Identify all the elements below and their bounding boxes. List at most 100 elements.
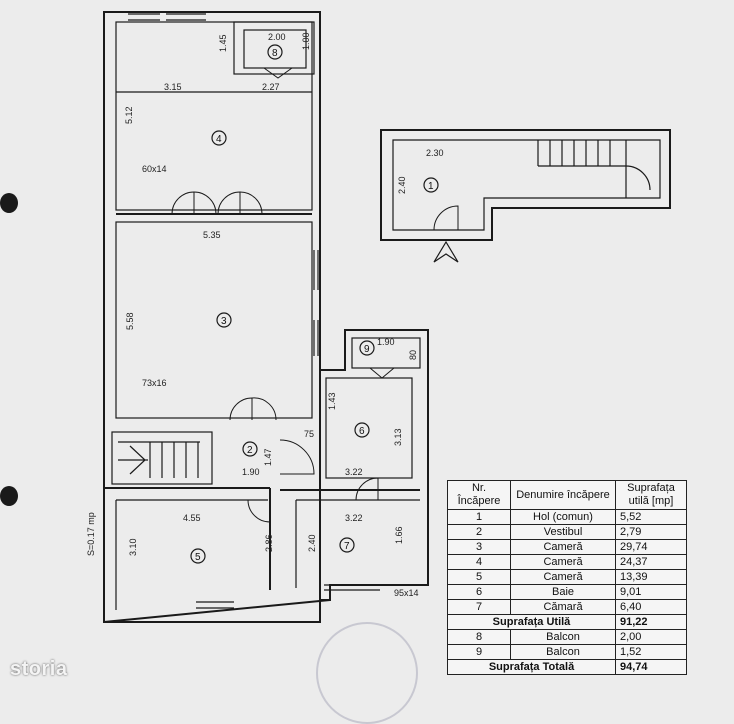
cell-nr: 6 xyxy=(447,584,511,600)
dim-label: 1.00 xyxy=(301,32,311,50)
dim-label: 3.22 xyxy=(345,467,363,477)
cell-area: 6,40 xyxy=(615,599,687,615)
cell-nr: 1 xyxy=(447,509,511,525)
svg-text:5: 5 xyxy=(195,552,201,563)
cell-name: Cameră xyxy=(510,569,616,585)
dim-label: 73x16 xyxy=(142,378,167,388)
cell-nr: 8 xyxy=(447,629,511,645)
util-area-label: Suprafața Utilă xyxy=(447,614,616,630)
room-marker: 3 xyxy=(216,312,232,328)
cell-area: 2,79 xyxy=(615,524,687,540)
dim-label: S=0.17 mp xyxy=(86,512,96,556)
dim-label: 5.35 xyxy=(203,230,221,240)
dim-label: 80 xyxy=(408,350,418,360)
svg-text:2: 2 xyxy=(247,445,253,456)
cell-nr: 4 xyxy=(447,554,511,570)
cell-area: 24,37 xyxy=(615,554,687,570)
cell-area: 5,52 xyxy=(615,509,687,525)
util-area-value: 91,22 xyxy=(615,614,687,630)
cadastre-stamp xyxy=(316,622,418,724)
room-marker: 8 xyxy=(267,44,283,60)
dim-label: 2.40 xyxy=(397,176,407,194)
dim-label: 1.45 xyxy=(218,34,228,52)
room-numbers: 8 4 3 9 6 2 5 7 1 xyxy=(190,44,439,564)
svg-text:8: 8 xyxy=(272,48,278,59)
svg-text:7: 7 xyxy=(344,541,350,552)
dim-label: 2.30 xyxy=(426,148,444,158)
dim-label: 1.43 xyxy=(327,392,337,410)
dim-label: 3.13 xyxy=(393,428,403,446)
dim-label: 2.27 xyxy=(262,82,280,92)
dim-label: 1.90 xyxy=(377,337,395,347)
main-building-walls xyxy=(103,11,429,623)
binder-hole xyxy=(0,486,18,506)
cell-area: 2,00 xyxy=(615,629,687,645)
dim-label: 5.12 xyxy=(124,106,134,124)
svg-text:1: 1 xyxy=(428,181,434,192)
room-marker: 1 xyxy=(423,177,439,193)
header-name: Denumire încăpere xyxy=(510,480,616,510)
cell-name: Balcon xyxy=(510,644,616,660)
dim-label: 5.58 xyxy=(125,312,135,330)
room-marker: 6 xyxy=(354,422,370,438)
dim-label: 1.66 xyxy=(394,526,404,544)
dim-label: 95x14 xyxy=(394,588,419,598)
header-area: Suprafața utilă [mp] xyxy=(615,480,687,510)
cell-name: Cameră xyxy=(510,539,616,555)
cell-nr: 2 xyxy=(447,524,511,540)
cell-name: Cameră xyxy=(510,554,616,570)
cell-name: Vestibul xyxy=(510,524,616,540)
room-marker: 9 xyxy=(359,340,375,356)
svg-text:9: 9 xyxy=(364,344,370,355)
storia-logo: storia xyxy=(10,658,68,680)
total-area-label: Suprafața Totală xyxy=(447,659,616,675)
cell-area: 13,39 xyxy=(615,569,687,585)
room-marker: 7 xyxy=(339,537,355,553)
dim-label: 4.55 xyxy=(183,513,201,523)
cell-name: Cămară xyxy=(510,599,616,615)
svg-text:6: 6 xyxy=(359,426,365,437)
dim-label: 3.22 xyxy=(345,513,363,523)
cell-nr: 9 xyxy=(447,644,511,660)
dim-label: 2.40 xyxy=(307,534,317,552)
cell-nr: 7 xyxy=(447,599,511,615)
hall-walls xyxy=(380,129,671,263)
area-table: Nr. Încăpere Denumire încăpere Suprafața… xyxy=(447,480,687,675)
dim-label: 1.47 xyxy=(263,448,273,466)
binder-hole xyxy=(0,193,18,213)
floor-plan: 2.00 1.45 1.00 3.15 2.27 5.12 60x14 5.35… xyxy=(86,11,671,623)
room-marker: 5 xyxy=(190,548,206,564)
cell-nr: 5 xyxy=(447,569,511,585)
cell-area: 29,74 xyxy=(615,539,687,555)
dim-label: 2.86 xyxy=(264,534,274,552)
cell-name: Baie xyxy=(510,584,616,600)
room-marker: 2 xyxy=(242,441,258,457)
dim-label: 1.90 xyxy=(242,467,260,477)
total-area-value: 94,74 xyxy=(615,659,687,675)
header-nr: Nr. Încăpere xyxy=(447,480,511,510)
dim-label: 75 xyxy=(304,429,314,439)
dimension-labels: 2.00 1.45 1.00 3.15 2.27 5.12 60x14 5.35… xyxy=(86,32,444,598)
svg-text:4: 4 xyxy=(216,134,222,145)
svg-text:3: 3 xyxy=(221,316,227,327)
cell-name: Balcon xyxy=(510,629,616,645)
cell-area: 9,01 xyxy=(615,584,687,600)
cell-area: 1,52 xyxy=(615,644,687,660)
cell-name: Hol (comun) xyxy=(510,509,616,525)
room-marker: 4 xyxy=(211,130,227,146)
cell-nr: 3 xyxy=(447,539,511,555)
dim-label: 3.10 xyxy=(128,538,138,556)
dim-label: 60x14 xyxy=(142,164,167,174)
dim-label: 2.00 xyxy=(268,32,286,42)
